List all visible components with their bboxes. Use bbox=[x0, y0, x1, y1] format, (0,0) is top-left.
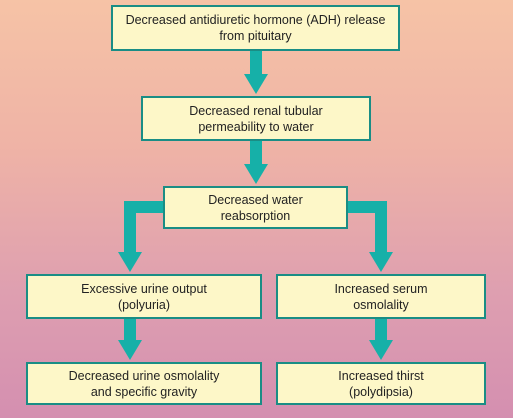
node-excessive-urine-output: Excessive urine output (polyuria) bbox=[26, 274, 262, 319]
node-text-line: and specific gravity bbox=[90, 384, 198, 399]
arrow-adh-to-permeability bbox=[244, 51, 268, 94]
node-text-line: Decreased water bbox=[208, 192, 303, 207]
arrow-reabsorption-to-polyuria bbox=[118, 201, 164, 272]
node-increased-serum-osmolality: Increased serum osmolality bbox=[276, 274, 486, 319]
node-text-line: Increased thirst bbox=[338, 368, 424, 383]
node-decreased-tubular-permeability: Decreased renal tubular permeability to … bbox=[141, 96, 371, 141]
arrow-serum-osmolality-to-thirst bbox=[369, 319, 393, 360]
node-decreased-urine-osmolality: Decreased urine osmolality and specific … bbox=[26, 362, 262, 405]
node-text-line: (polyuria) bbox=[117, 297, 171, 312]
node-text-line: osmolality bbox=[353, 297, 409, 312]
node-text-line: permeability to water bbox=[198, 119, 314, 134]
node-increased-thirst: Increased thirst (polydipsia) bbox=[276, 362, 486, 405]
node-text-line: Excessive urine output bbox=[81, 281, 207, 296]
node-decreased-water-reabsorption: Decreased water reabsorption bbox=[163, 186, 348, 229]
arrow-polyuria-to-urine-osmolality bbox=[118, 319, 142, 360]
arrow-permeability-to-reabsorption bbox=[244, 141, 268, 184]
node-text-line: from pituitary bbox=[219, 29, 292, 43]
node-text-line: Decreased antidiuretic hormone (ADH) rel… bbox=[125, 13, 386, 27]
node-text-line: (polydipsia) bbox=[349, 384, 413, 399]
node-text-line: Increased serum bbox=[334, 281, 428, 296]
node-decreased-adh-release: Decreased antidiuretic hormone (ADH) rel… bbox=[111, 5, 400, 51]
node-text-line: reabsorption bbox=[220, 208, 291, 223]
node-text-line: Decreased urine osmolality bbox=[68, 368, 220, 383]
node-text-line: Decreased renal tubular bbox=[189, 103, 323, 118]
arrow-reabsorption-to-serum-osmolality bbox=[347, 201, 393, 272]
